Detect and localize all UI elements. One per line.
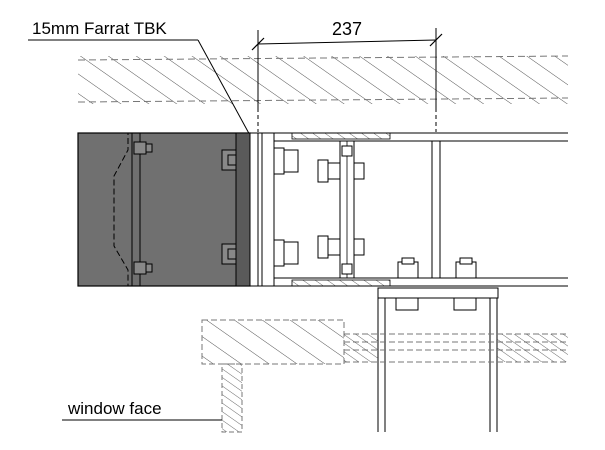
- connection-leader: [28, 39, 259, 151]
- bolt-group-right: [273, 145, 477, 279]
- window-face: [221, 363, 243, 433]
- dimension-line: [251, 28, 443, 132]
- connection-label: 15mm Farrat TBK: [32, 19, 167, 38]
- thermal-break-plates: [235, 132, 275, 287]
- beam-right: [274, 132, 568, 287]
- beam-dark: [77, 132, 251, 287]
- top-slab-hatched: [77, 55, 569, 104]
- column-below: [377, 287, 499, 432]
- lower-slab-hatched: [201, 319, 568, 365]
- window-label: window face: [67, 399, 162, 418]
- dimension-value: 237: [332, 19, 362, 39]
